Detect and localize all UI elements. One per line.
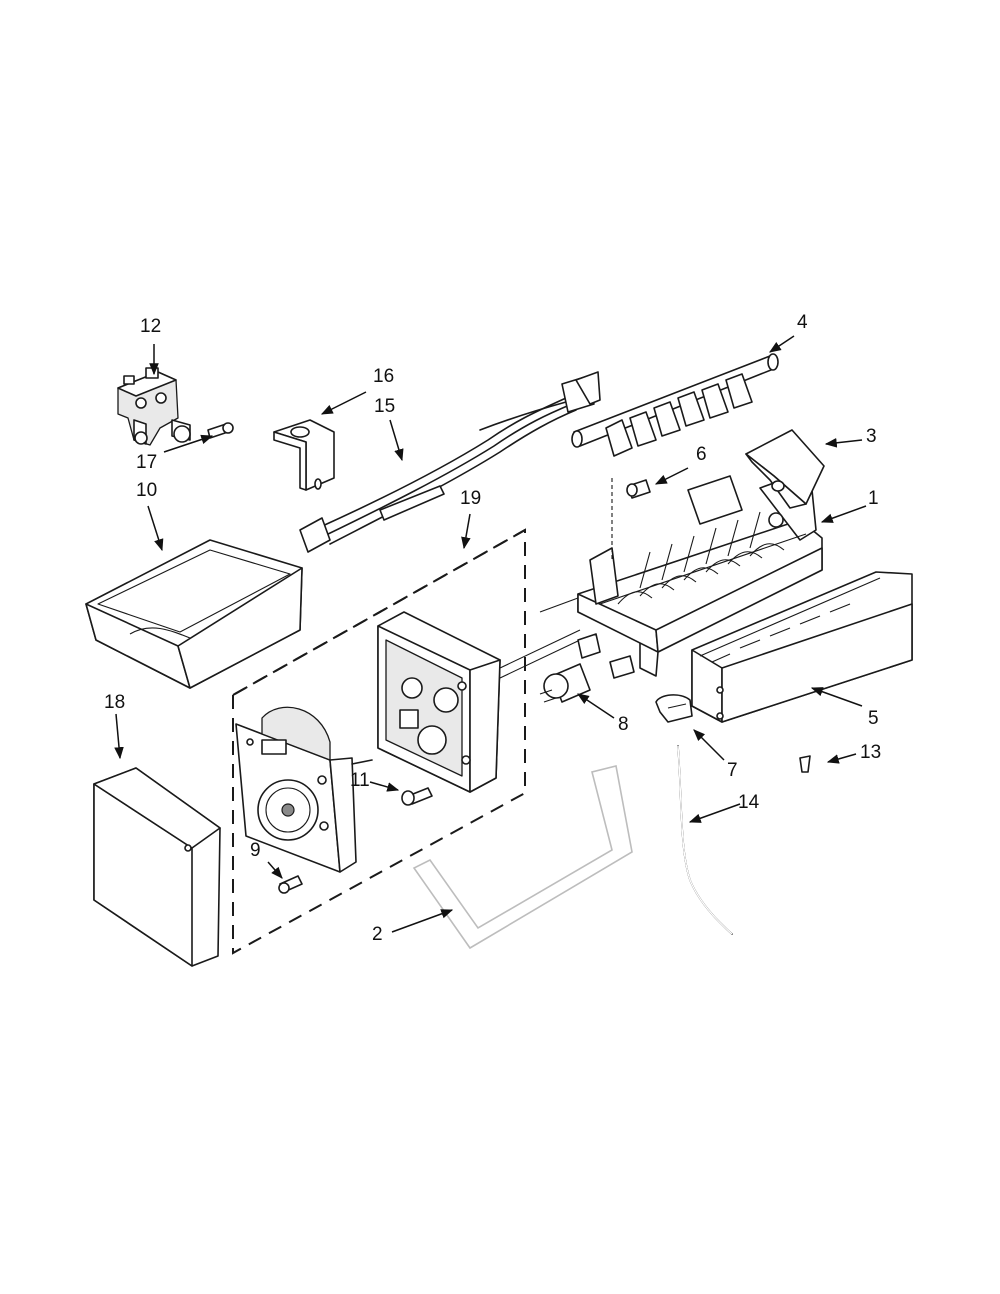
callout-5: 5 [868, 708, 879, 729]
callout-3: 3 [866, 426, 877, 447]
ice-bin-part-10 [85, 539, 303, 689]
screw-part-9 [278, 875, 303, 894]
callout-19: 19 [460, 488, 481, 509]
control-housing [377, 611, 501, 793]
cover-part-18 [93, 767, 221, 967]
wire-harness-part-15 [299, 371, 601, 553]
screw-part-13 [799, 755, 811, 773]
rake-cover-part-5 [691, 571, 913, 723]
callout-17: 17 [136, 452, 157, 473]
callout-13: 13 [860, 742, 881, 763]
callout-18: 18 [104, 692, 125, 713]
motor-plate [235, 706, 373, 873]
callout-15: 15 [374, 396, 395, 417]
callout-11: 11 [350, 770, 370, 791]
callout-12: 12 [140, 316, 161, 337]
screw-part-6 [626, 479, 651, 499]
bracket-part-16 [273, 419, 335, 491]
ejector-part-4 [571, 353, 779, 457]
callout-1: 1 [868, 488, 879, 509]
callout-4: 4 [797, 312, 808, 333]
callout-labels: 1 2 3 4 5 6 7 8 9 10 11 12 13 14 15 16 1… [104, 312, 881, 945]
thermostat-part-8 [539, 633, 635, 703]
callout-6: 6 [696, 444, 707, 465]
shield-part-2 [412, 765, 633, 950]
tube-part-14 [677, 745, 733, 935]
callout-8: 8 [618, 714, 629, 735]
leader-lines [114, 335, 867, 933]
callout-9: 9 [250, 840, 261, 861]
shaft-lines [499, 597, 581, 679]
stripper-part-3 [745, 429, 825, 509]
callout-16: 16 [373, 366, 394, 387]
callout-2: 2 [372, 924, 383, 945]
callout-14: 14 [738, 792, 760, 813]
clip-part-7 [655, 694, 693, 723]
water-valve-part-12 [117, 367, 191, 446]
assembly-boundary-19 [232, 528, 526, 955]
callout-10: 10 [136, 480, 157, 501]
screw-part-11 [401, 787, 433, 806]
callout-7: 7 [727, 760, 738, 781]
